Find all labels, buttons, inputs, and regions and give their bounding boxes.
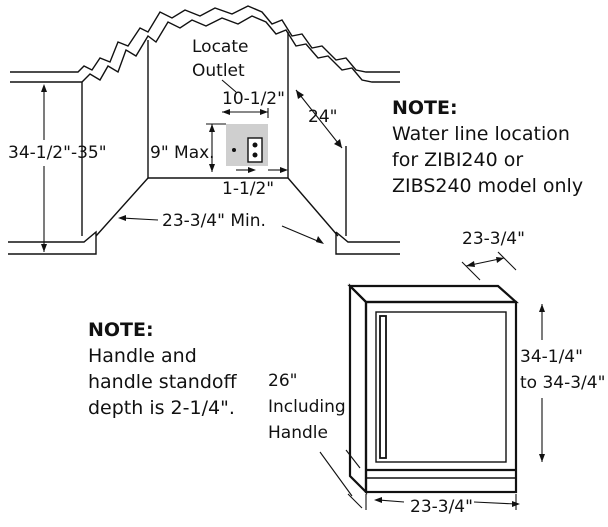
unit-door-panel [375,311,507,463]
base-right [335,231,400,255]
unit-depth-label-2: Including [268,397,346,417]
unit-height-label-2: to 34-3/4" [520,373,605,393]
unit-depth-label-1: 26" [268,371,297,391]
unit-handle [379,315,387,459]
locate-outlet-leader [221,79,237,93]
outlet-socket-top [252,142,258,148]
cutout-height-label: 34-1/2"-35" [8,143,107,163]
cutout-depth-label: 24" [308,107,337,127]
note-handle-line-2: handle standoff [88,371,238,393]
note-water-line-3: ZIBS240 model only [392,175,583,197]
note-handle-heading: NOTE: [88,319,154,341]
unit-height-label-1: 34-1/4" [520,347,583,367]
floor-left [95,177,149,237]
note-handle: NOTE: Handle and handle standoff depth i… [88,319,238,419]
outlet-socket-bottom [252,152,258,158]
unit-depth-line [319,451,353,497]
unit-width-label: 23-3/4" [410,497,473,517]
water-line-point [232,148,236,152]
note-handle-line-1: Handle and [88,345,197,367]
note-water-heading: NOTE: [392,97,458,119]
outlet-width-label: 10-1/2" [222,89,285,109]
unit-side [348,283,368,495]
cutout-width-label: 23-3/4" Min. [162,211,266,231]
countertop-left-lower [10,15,400,83]
locate-outlet-label-2: Outlet [192,61,245,81]
ice-maker-unit: 23-3/4" 34-1/4" to 34-3/4" 26" Including… [268,229,605,517]
unit-top-depth-label: 23-3/4" [462,229,525,249]
floor-right [287,177,339,237]
cabinet-cutout: Locate Outlet 10-1/2" 9" Max. 1-1/2" 24"… [8,5,400,255]
countertop-left [10,5,400,73]
note-handle-line-3: depth is 2-1/4". [88,397,235,419]
note-water-line-1: Water line location [392,123,570,145]
unit-front [364,300,518,494]
note-water-line: NOTE: Water line location for ZIBI240 or… [392,97,583,197]
base-left [8,230,97,255]
locate-outlet-label-1: Locate [192,37,248,57]
unit-depth-label-3: Handle [268,423,328,443]
outlet-height-label: 9" Max. [150,143,215,163]
note-water-line-2: for ZIBI240 or [392,149,523,171]
outlet-icon [247,137,263,163]
cutout-depth-line [295,89,343,149]
unit-top [347,284,519,304]
outlet-offset-label: 1-1/2" [222,179,274,199]
